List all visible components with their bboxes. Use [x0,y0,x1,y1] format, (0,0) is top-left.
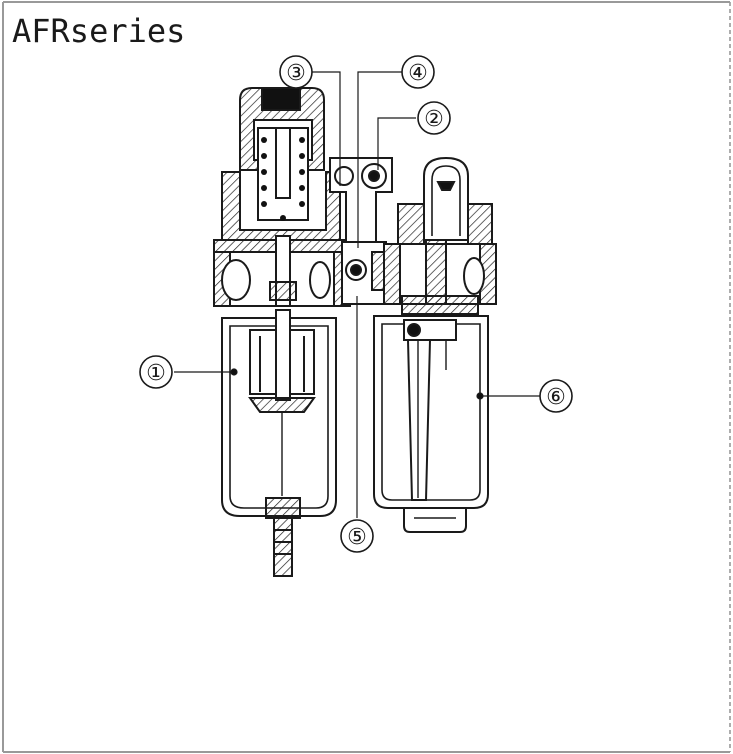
callout-1-label: ① [146,361,166,386]
leader-lines [174,71,540,518]
callout-6: ⑥ [539,379,573,413]
connector-bracket [329,157,393,305]
callout-3: ③ [279,55,313,89]
lubricator-unit [373,156,497,533]
callout-2-label: ② [424,107,444,132]
callout-6-label: ⑥ [546,385,566,410]
callout-3-label: ③ [286,61,306,86]
callout-5-label: ⑤ [347,525,367,550]
filter-regulator-unit [213,87,351,577]
callout-4-label: ④ [408,61,428,86]
diagram-title: AFRseries [12,12,186,50]
callout-1: ① [139,355,173,389]
callout-5: ⑤ [340,519,374,553]
callout-4: ④ [401,55,435,89]
callout-2: ② [417,101,451,135]
